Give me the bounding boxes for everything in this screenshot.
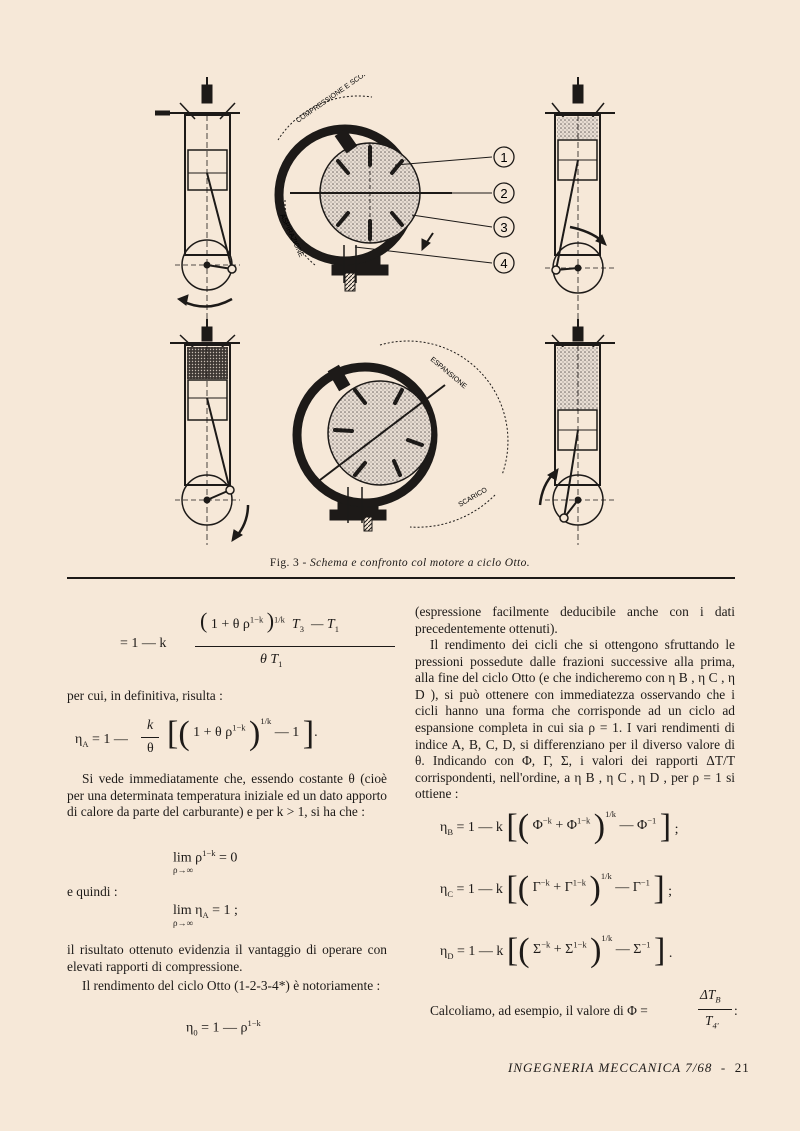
left-p-rendimento: Il rendimento del ciclo Otto (1-2-3-4*) …: [82, 978, 381, 993]
caption-text: Schema e confronto col motore a ciclo Ot…: [309, 557, 531, 569]
callout-4: 4: [500, 256, 507, 271]
left-p-risultato: il risultato ottenuto evidenzia il vanta…: [67, 942, 387, 974]
eq-otto: η0 = 1 — ρ1−k: [186, 1018, 261, 1038]
callout-2: 2: [500, 186, 507, 201]
calc-den: T4': [705, 1013, 719, 1031]
page-footer: INGEGNERIA MECCANICA 7/68 - 21: [508, 1060, 750, 1076]
eq1-num-b: T: [291, 617, 300, 632]
eq2-frac-den: θ: [147, 741, 154, 756]
callout-3: 3: [500, 220, 507, 235]
figure-caption: Fig. 3 - Schema e confronto col motore a…: [0, 557, 800, 569]
eq1-num-exp: 1−k: [249, 614, 264, 625]
arc-label-compressione: COMPRESSIONE E SCOPPIO: [295, 75, 379, 125]
footer-sep: -: [720, 1060, 727, 1075]
left-p-percui: per cui, in definitiva, risulta :: [67, 688, 223, 703]
arc-label-scarico: SCARICO: [458, 486, 490, 508]
calc-num: ΔTB: [700, 987, 721, 1005]
callout-1: 1: [500, 150, 507, 165]
eq-eta-b: ηB = 1 — k [( Φ−k + Φ1−k )1/k — Φ−1 ] ;: [440, 808, 679, 845]
piston-bottom-right: [538, 319, 615, 545]
rotary-bottom: [292, 340, 509, 532]
eq1-prefix: = 1 — k: [120, 636, 167, 651]
rotary-top: [274, 95, 452, 292]
right-p1: (espressione facilmente deducibile anche…: [415, 604, 735, 636]
eq1-num-c: — T: [310, 617, 335, 632]
left-p-si-vede: Si vede immediatamente che, essendo cost…: [67, 771, 387, 820]
eq-eta-c: ηC = 1 — k [( Γ−k + Γ1−k )1/k — Γ−1 ] ;: [440, 870, 673, 907]
right-calc: Calcoliamo, ad esempio, il valore di Φ =…: [430, 987, 740, 1043]
left-p-quindi: e quindi :: [67, 884, 118, 899]
arc-label-espansione: ESPANSIONE: [429, 356, 468, 390]
piston-bottom-left: [170, 319, 250, 545]
eq2-inner: 1 + θ ρ: [193, 725, 233, 740]
eq2-lhs: η: [75, 732, 83, 747]
eq2-frac-num: k: [147, 718, 154, 733]
eq2: ηA = 1 — k θ [( 1 + θ ρ1−k )1/k — 1 ].: [75, 715, 318, 756]
eq-eta-d: ηD = 1 — k [( Σ−k + Σ1−k )1/k — Σ−1 ] .: [440, 932, 673, 969]
eq1-denominator: θ T1: [260, 652, 283, 669]
eq2-rhs: = 1 —: [91, 732, 128, 747]
eq1-numerator: ( 1 + θ ρ1−k )1/k T3 — T1: [200, 608, 339, 634]
right-p2: Il rendimento dei cicli che si ottengono…: [415, 637, 735, 802]
eq1: = 1 — k ( 1 + θ ρ1−k )1/k T3 — T1 θ T1: [120, 602, 395, 672]
calc-text: Calcoliamo, ad esempio, il valore di Φ =: [430, 1003, 648, 1018]
eq1-num-pow: 1/k: [274, 614, 285, 625]
page-number: 21: [734, 1060, 750, 1075]
limit-2: lim ηA = 1 ; ρ→∞: [173, 903, 238, 928]
engine-figure: 1 2 3 4 COMPRESSIONE E SCOPPIO ASPIRAZIO…: [155, 75, 615, 545]
caption-prefix: Fig. 3 -: [269, 557, 310, 569]
eq2-pow: 1/k: [260, 716, 272, 727]
piston-top-left: [155, 77, 240, 335]
eq1-num-a: 1 + θ ρ: [210, 617, 250, 632]
journal-name: INGEGNERIA MECCANICA 7/68: [508, 1060, 713, 1075]
figure-callouts: [354, 146, 515, 274]
piston-top-right: [545, 77, 615, 335]
eq2-tail: — 1: [274, 725, 300, 740]
section-rule: [67, 577, 735, 579]
limit-1: lim ρ1−k = 0 ρ→∞: [173, 848, 238, 875]
